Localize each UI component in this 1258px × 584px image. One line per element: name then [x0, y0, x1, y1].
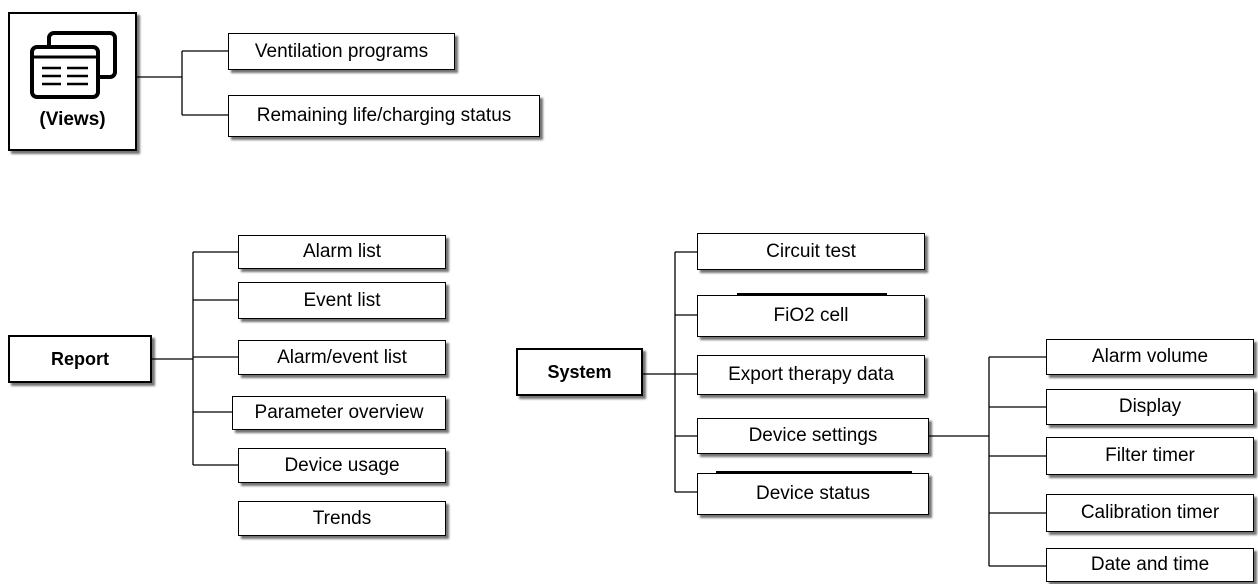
system-item-export-therapy-data: Export therapy data	[697, 355, 925, 395]
device-settings-item-display: Display	[1046, 389, 1254, 425]
report-item-alarm-list: Alarm list	[238, 235, 446, 269]
system-item-device-settings: Device settings	[697, 418, 929, 454]
device-settings-item-alarm-volume: Alarm volume	[1046, 339, 1254, 375]
fio2-cell-top-bar	[737, 293, 887, 295]
report-item-device-usage: Device usage	[238, 448, 446, 483]
report-item-event-list: Event list	[238, 282, 446, 319]
device-settings-item-calibration-timer: Calibration timer	[1046, 494, 1254, 532]
system-item-circuit-test: Circuit test	[697, 233, 925, 270]
views-root-node: (Views)	[8, 12, 137, 151]
report-item-alarm-event-list: Alarm/event list	[238, 340, 446, 375]
views-windows-icon	[30, 31, 117, 99]
system-item-fio2-cell: FiO2 cell	[697, 295, 925, 337]
report-item-trends: Trends	[238, 501, 446, 536]
views-label: (Views)	[39, 109, 106, 130]
device-settings-item-date-and-time: Date and time	[1046, 548, 1254, 582]
device-status-top-bar	[716, 471, 912, 473]
report-root-node: Report	[8, 335, 152, 383]
views-item-ventilation-programs: Ventilation programs	[228, 33, 455, 70]
report-item-parameter-overview: Parameter overview	[232, 396, 446, 430]
system-root-node: System	[516, 348, 643, 396]
device-settings-item-filter-timer: Filter timer	[1046, 437, 1254, 475]
views-item-remaining-life: Remaining life/charging status	[228, 95, 540, 137]
system-item-device-status: Device status	[697, 473, 929, 515]
